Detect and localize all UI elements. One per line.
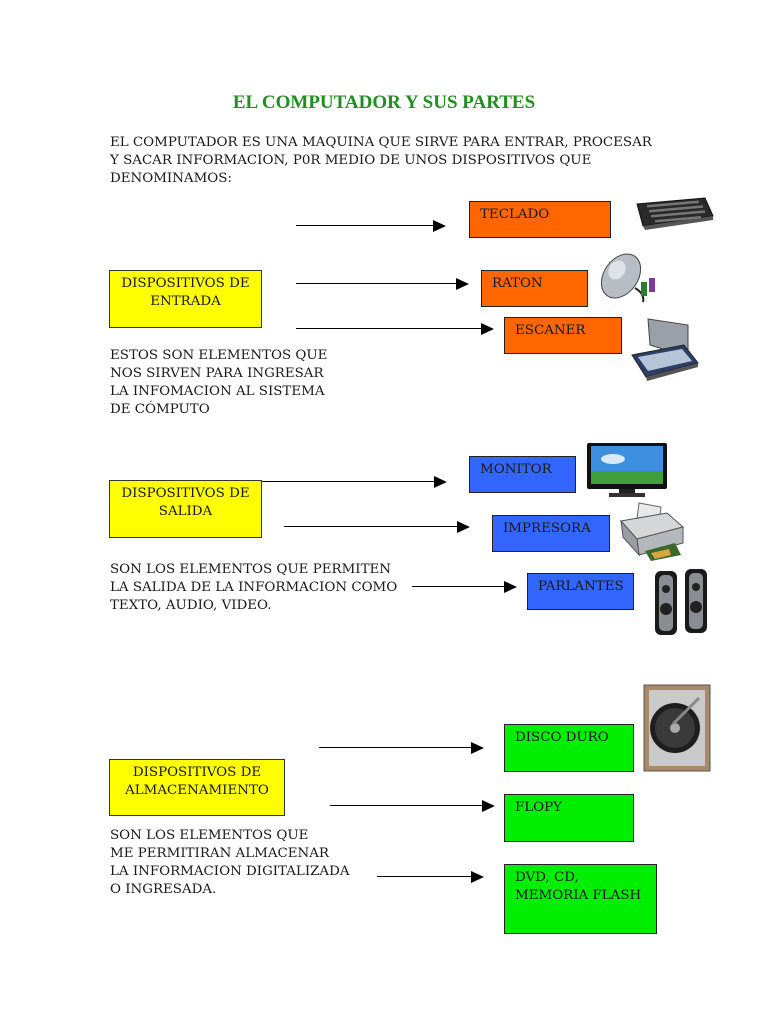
arrow-to-impresora [284, 520, 470, 533]
dvd-cd-memoria-box: DVD, CD, MEMORIA FLASH [504, 864, 657, 934]
mouse-icon [597, 248, 659, 306]
speakers-icon [655, 569, 707, 635]
monitor-box: MONITOR [469, 456, 576, 493]
teclado-box: TECLADO [469, 201, 611, 238]
almacenamiento-description: SON LOS ELEMENTOS QUE ME PERMITIRAN ALMA… [110, 828, 350, 897]
keyboard-icon [636, 197, 714, 230]
parlantes-box: PARLANTES [527, 573, 634, 610]
page-title: EL COMPUTADOR Y SUS PARTES [232, 92, 536, 113]
intro-text: EL COMPUTADOR ES UNA MAQUINA QUE SIRVE P… [110, 135, 652, 186]
arrow-to-disco-duro [319, 741, 484, 754]
arrow-to-monitor [262, 475, 447, 488]
arrow-to-escaner [296, 322, 494, 335]
disco-duro-box: DISCO DURO [504, 724, 634, 772]
impresora-box: IMPRESORA [492, 515, 610, 552]
entrada-category-box: DISPOSITIVOS DE ENTRADA [109, 270, 262, 328]
arrow-to-raton [296, 277, 469, 290]
entrada-description: ESTOS SON ELEMENTOS QUE NOS SIRVEN PARA … [110, 348, 328, 417]
salida-description: SON LOS ELEMENTOS QUE PERMITEN LA SALIDA… [110, 562, 398, 613]
hard-drive-icon [643, 684, 711, 772]
arrow-to-dvd [377, 870, 484, 883]
almacenamiento-category-box: DISPOSITIVOS DE ALMACENAMIENTO [109, 759, 285, 816]
escaner-box: ESCANER [504, 317, 622, 354]
salida-category-box: DISPOSITIVOS DE SALIDA [109, 480, 262, 538]
arrow-to-teclado [296, 219, 446, 232]
printer-icon [620, 502, 685, 561]
monitor-icon [587, 443, 667, 497]
raton-box: RATON [481, 270, 588, 307]
arrow-to-parlantes [412, 580, 517, 593]
flopy-box: FLOPY [504, 794, 634, 842]
arrow-to-flopy [330, 799, 495, 812]
scanner-icon [631, 318, 699, 381]
